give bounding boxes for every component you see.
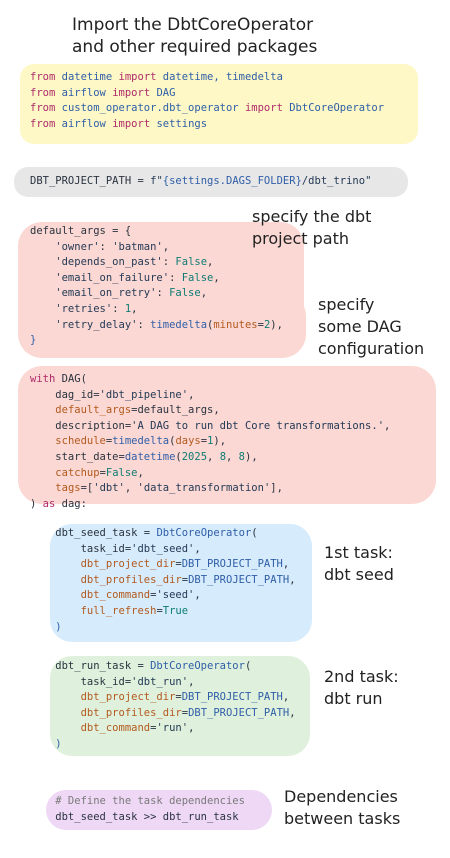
code-line: ) as dag: [30, 497, 87, 510]
code-line: default_args=default_args, [55, 404, 220, 417]
dbt-seed-task-block: dbt_seed_task = DbtCoreOperator( task_id… [30, 526, 296, 635]
code-line: start_date=datetime(2025, 8, 8), [30, 450, 258, 463]
code-line: task_id='dbt_run', [30, 675, 195, 688]
project-path-assignment: DBT_PROJECT_PATH = f"{settings.DAGS_FOLD… [30, 174, 371, 190]
code-line: from airflow import settings [30, 117, 208, 130]
code-line: from custom_operator.dbt_operator import… [30, 102, 385, 115]
code-line: dbt_profiles_dir=DBT_PROJECT_PATH, [80, 706, 296, 719]
annotation-deps: Dependencies between tasks [284, 787, 401, 828]
code-line: from datetime import datetime, timedelta [30, 71, 283, 83]
code-line: catchup=False, [55, 466, 144, 479]
dag-highlight [18, 366, 436, 504]
code-line: from airflow import DAG [30, 86, 176, 99]
code-line: 'email_on_failure': False, [30, 271, 220, 284]
deps-highlight [46, 790, 272, 830]
code-line: task_id='dbt_seed', [30, 542, 201, 555]
code-line: # Define the task dependencies [30, 795, 245, 807]
code-line: dbt_command='seed', [80, 589, 201, 602]
code-line: dbt_seed_task >> dbt_run_task [30, 810, 239, 823]
dag-context-block: with DAG( dag_id='dbt_pipeline', default… [30, 372, 390, 512]
args-highlight-ext [190, 292, 306, 358]
import-statements: from datetime import datetime, timedelta… [30, 70, 384, 132]
code-line: dbt_run_task = DbtCoreOperator( [30, 660, 252, 672]
annotation-task2: 2nd task: dbt run [324, 667, 399, 708]
code-line: full_refresh=True [80, 604, 189, 617]
task-dependencies-block: # Define the task dependencies dbt_seed_… [30, 794, 245, 825]
code-line: } [30, 334, 37, 347]
code-line: ) [30, 737, 62, 750]
code-line: 'retries': 1, [30, 302, 138, 315]
code-line: dbt_command='run', [80, 722, 195, 735]
path-highlight [14, 167, 408, 197]
code-line: dag_id='dbt_pipeline', [30, 388, 195, 401]
code-line: tags=['dbt', 'data_transformation'], [55, 482, 283, 495]
code-line: 'depends_on_past': False, [30, 256, 214, 269]
code-line: 'email_on_retry': False, [30, 287, 208, 300]
code-line: dbt_seed_task = DbtCoreOperator( [30, 527, 258, 539]
code-line: 'retry_delay': timedelta(minutes=2), [30, 318, 283, 331]
code-line: default_args = { [30, 225, 132, 237]
code-line: with DAG( [30, 373, 87, 385]
code-line: dbt_project_dir=DBT_PROJECT_PATH, [80, 558, 290, 571]
code-line: schedule=timedelta(days=1), [55, 435, 227, 448]
default-args-block: default_args = { 'owner': 'batman', 'dep… [30, 224, 283, 349]
code-line: DBT_PROJECT_PATH = f"{settings.DAGS_FOLD… [30, 175, 372, 187]
seed-highlight [50, 524, 312, 642]
code-line: dbt_profiles_dir=DBT_PROJECT_PATH, [80, 573, 296, 586]
annotation-project-path: specify the dbt project path [252, 207, 372, 248]
code-line: 'owner': 'batman', [30, 240, 170, 253]
code-line: ) [30, 620, 62, 633]
run-highlight [50, 656, 310, 756]
code-line: dbt_project_dir=DBT_PROJECT_PATH, [80, 691, 290, 704]
annotation-imports: Import the DbtCoreOperator and other req… [72, 15, 318, 57]
annotation-dag-config: specify some DAG configuration [318, 295, 425, 358]
imports-highlight [20, 64, 418, 144]
annotation-task1: 1st task: dbt seed [324, 543, 394, 584]
dbt-run-task-block: dbt_run_task = DbtCoreOperator( task_id=… [30, 659, 296, 753]
code-line: description='A DAG to run dbt Core trans… [30, 419, 391, 432]
